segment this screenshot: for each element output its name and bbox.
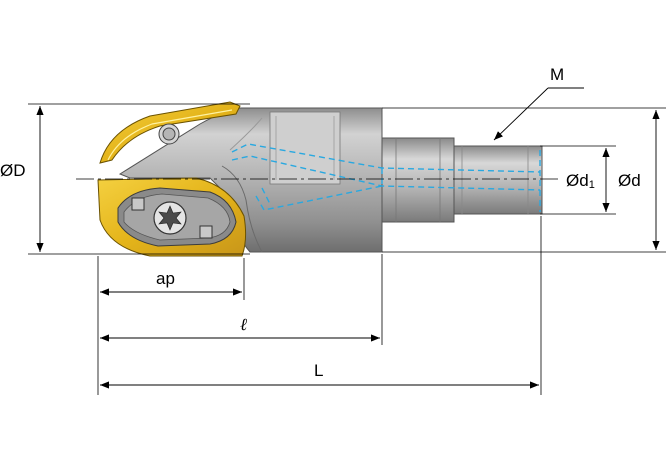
label-d: Ød xyxy=(618,171,641,190)
label-d1: Ød xyxy=(566,171,589,190)
thread-callout: M xyxy=(493,65,584,141)
dimension-l: ℓ xyxy=(100,315,380,342)
torx-screw-icon xyxy=(153,201,187,235)
threaded-shank xyxy=(453,145,543,215)
dimension-ap: ap xyxy=(100,269,242,296)
svg-text:Ød1: Ød1 xyxy=(566,171,595,191)
dimension-d1: Ød1 xyxy=(566,148,610,212)
dimension-D: ØD xyxy=(0,106,44,252)
coolant-channels xyxy=(231,143,541,212)
label-L: L xyxy=(314,361,323,380)
clamp-screw-top xyxy=(158,123,180,145)
tool-body xyxy=(118,107,543,253)
label-d1-sub: 1 xyxy=(589,179,595,191)
insert-lug-left xyxy=(131,197,145,211)
insert-lug-right xyxy=(199,225,213,239)
top-insert xyxy=(99,101,241,164)
label-ap: ap xyxy=(156,269,175,288)
dimension-L: L xyxy=(100,361,539,389)
body-flat xyxy=(269,111,341,185)
extension-lines xyxy=(28,103,666,395)
label-D: ØD xyxy=(0,161,26,180)
label-M: M xyxy=(550,65,564,84)
dimension-d: Ød xyxy=(618,110,660,250)
shank-step xyxy=(381,137,455,223)
label-l: ℓ xyxy=(240,315,247,334)
